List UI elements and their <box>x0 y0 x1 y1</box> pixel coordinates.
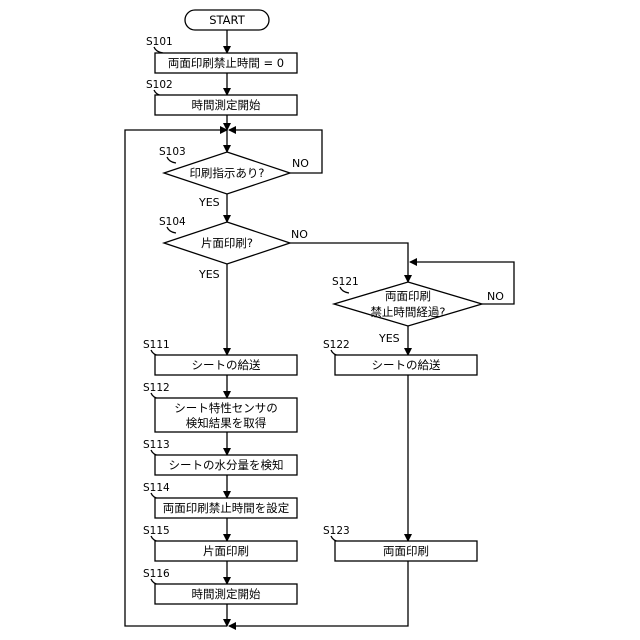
label-s121-no: NO <box>487 290 504 303</box>
step-id-s104: S104 <box>159 216 186 228</box>
step-id-s102: S102 <box>146 79 173 91</box>
step-id-s114: S114 <box>143 482 170 494</box>
step-id-s101: S101 <box>146 36 173 48</box>
step-id-s103: S103 <box>159 146 186 158</box>
step-id-s121: S121 <box>332 276 359 288</box>
step-id-s116: S116 <box>143 568 170 580</box>
step-id-s115: S115 <box>143 525 170 537</box>
decision-text-s104: 片面印刷? <box>201 236 253 250</box>
step-id-s122: S122 <box>323 339 350 351</box>
process-text-s111: シートの給送 <box>192 358 261 372</box>
label-s103-no: NO <box>292 157 309 170</box>
step-id-s111: S111 <box>143 339 170 351</box>
step-id-s113: S113 <box>143 439 170 451</box>
process-text-s116: 時間測定開始 <box>192 587 261 601</box>
process-text-s112-line1: シート特性センサの <box>174 401 278 415</box>
process-text-s112-line2: 検知結果を取得 <box>186 416 267 430</box>
decision-text-s121-line2: 禁止時間経過? <box>370 305 445 319</box>
process-text-s102: 時間測定開始 <box>192 98 261 112</box>
process-text-s101: 両面印刷禁止時間 = 0 <box>168 56 284 70</box>
label-s104-yes: YES <box>198 268 220 281</box>
process-text-s122: シートの給送 <box>372 358 441 372</box>
label-s121-yes: YES <box>378 332 400 345</box>
process-text-s115: 片面印刷 <box>203 544 249 558</box>
process-text-s113: シートの水分量を検知 <box>169 458 284 472</box>
start-label: START <box>209 13 245 27</box>
decision-text-s121-line1: 両面印刷 <box>385 289 431 303</box>
label-s103-yes: YES <box>198 196 220 209</box>
process-text-s114: 両面印刷禁止時間を設定 <box>163 501 290 515</box>
step-id-s112: S112 <box>143 382 170 394</box>
decision-text-s103: 印刷指示あり? <box>189 166 264 180</box>
label-s104-no: NO <box>291 228 308 241</box>
step-id-s123: S123 <box>323 525 350 537</box>
process-text-s123: 両面印刷 <box>383 544 429 558</box>
